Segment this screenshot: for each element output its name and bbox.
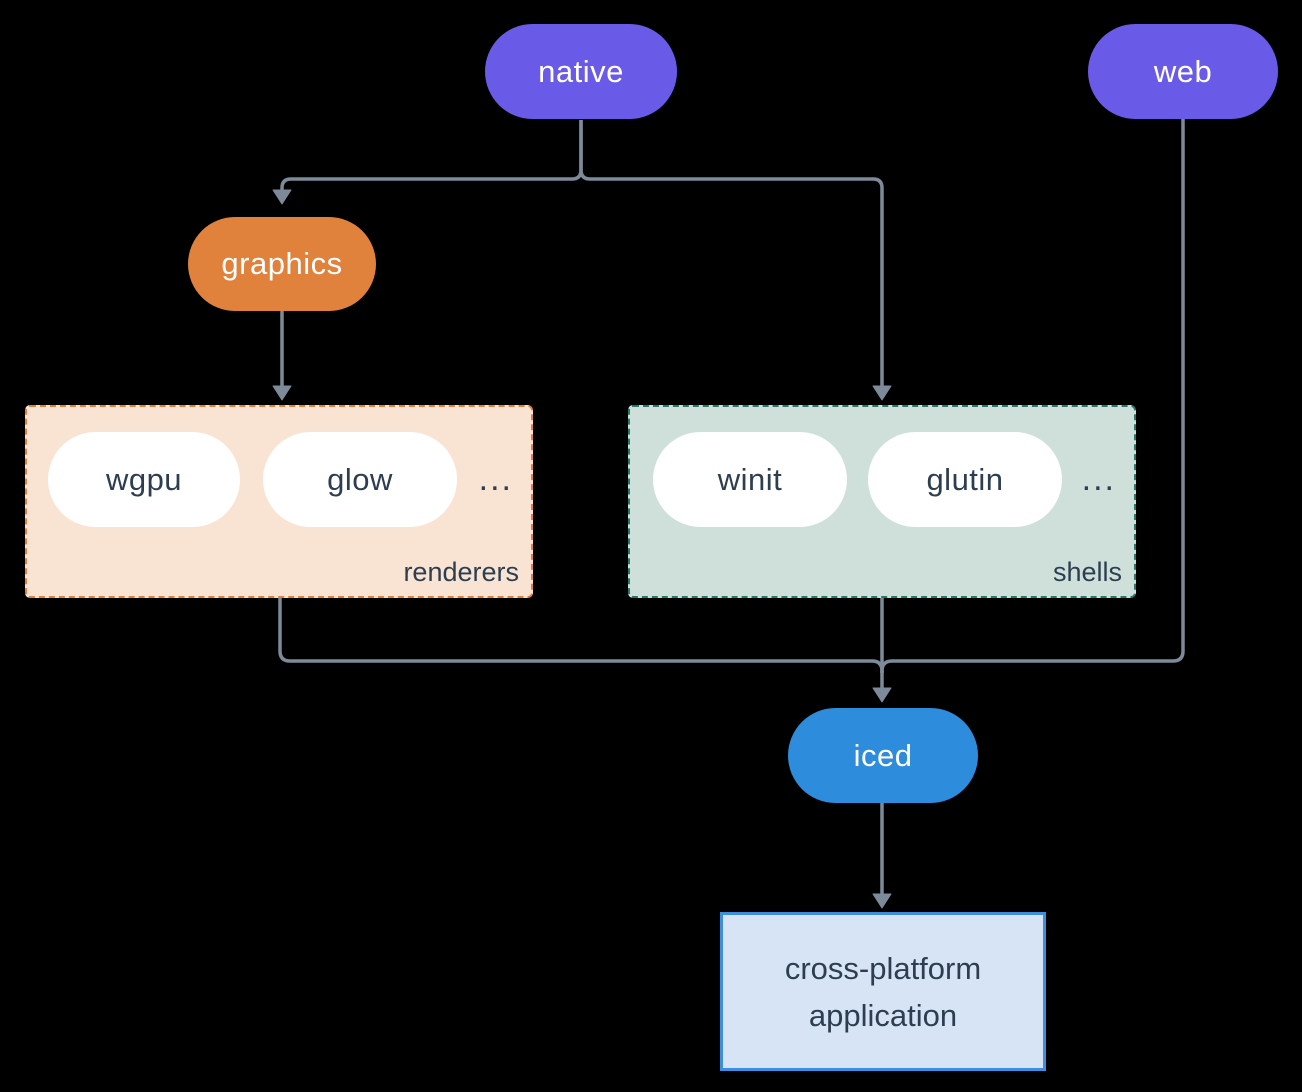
arrowhead-into-shells — [872, 385, 892, 401]
node-web: web — [1088, 24, 1278, 119]
node-graphics-label: graphics — [221, 246, 343, 281]
group-renderers: wgpu glow ... renderers — [25, 405, 533, 598]
renderers-group-label: renderers — [403, 557, 519, 587]
edge-renderers-iced — [278, 598, 884, 673]
node-wgpu-label: wgpu — [105, 461, 183, 497]
node-web-label: web — [1153, 53, 1213, 89]
node-iced-label: iced — [853, 737, 913, 773]
node-glutin-label: glutin — [926, 461, 1004, 497]
edge-native-graphics — [280, 120, 583, 191]
arrowhead-into-graphics — [272, 189, 292, 205]
shells-ellipsis: ... — [1081, 460, 1116, 498]
renderers-ellipsis: ... — [478, 460, 513, 498]
node-iced: iced — [788, 708, 978, 803]
shells-group-label: shells — [1052, 557, 1122, 587]
node-glutin: glutin — [868, 432, 1062, 527]
arrowhead-into-renderers — [272, 385, 292, 401]
arrowhead-into-application — [872, 893, 892, 909]
application-label-line1: cross-platform — [784, 950, 982, 986]
node-cross-platform-application: cross-platform application — [720, 912, 1046, 1071]
node-winit-label: winit — [717, 461, 783, 497]
application-label-line2: application — [808, 997, 958, 1033]
edge-native-shells — [579, 120, 884, 386]
node-native-label: native — [538, 53, 624, 89]
node-glow: glow — [263, 432, 457, 527]
group-shells: winit glutin ... shells — [628, 405, 1136, 598]
arrowhead-into-iced — [872, 687, 892, 703]
node-winit: winit — [653, 432, 847, 527]
node-glow-label: glow — [327, 461, 393, 497]
node-graphics: graphics — [188, 217, 376, 311]
node-wgpu: wgpu — [48, 432, 240, 527]
node-native: native — [485, 24, 677, 119]
